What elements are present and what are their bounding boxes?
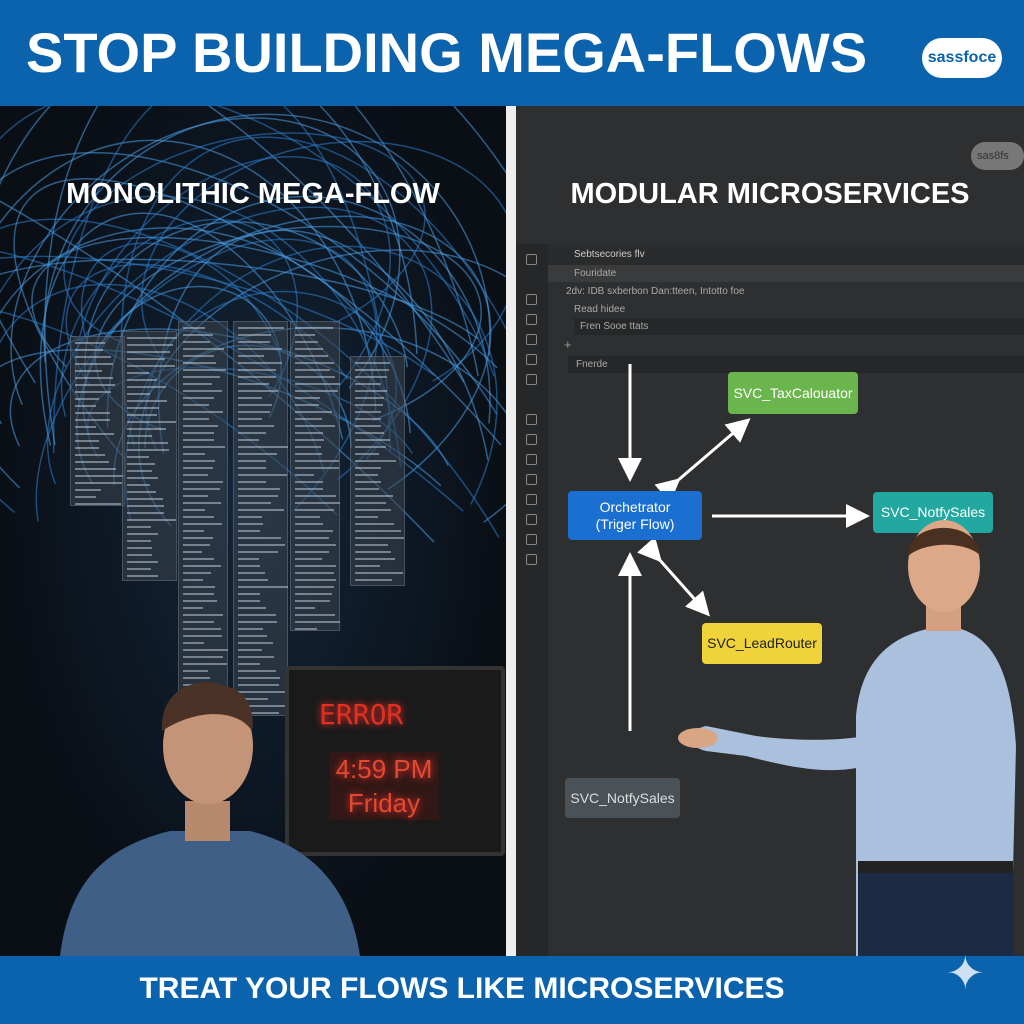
tangle-line xyxy=(74,156,391,406)
tangled-flow-lines xyxy=(0,106,506,543)
tax-label: SVC_TaxCalouator xyxy=(733,384,853,401)
tangle-line xyxy=(0,152,498,425)
header-banner: STOP BUILDING MEGA-FLOWS sassfoce xyxy=(0,0,1024,106)
row-bg xyxy=(548,266,1024,282)
tangle-line xyxy=(43,113,491,363)
lead-label: SVC_LeadRouter xyxy=(707,635,817,651)
monolithic-title: MONOLITHIC MEGA-FLOW xyxy=(66,178,440,210)
tax-calculator-node[interactable]: SVC_TaxCalouator xyxy=(728,372,858,414)
sidebar-icon[interactable] xyxy=(526,254,537,265)
tangle-line xyxy=(0,195,402,467)
tangle-line xyxy=(52,106,391,454)
arrow-orchestrator-tax xyxy=(654,418,751,503)
editor-row[interactable]: 2dv: IDB sxberbon Dan:tteen, Intotto foe xyxy=(566,286,745,297)
sidebar-icon[interactable] xyxy=(526,534,537,545)
orchestrator-node[interactable]: Orchetrator (Triger Flow) xyxy=(568,491,702,540)
presenting-man-illustration xyxy=(678,520,1016,956)
modular-title: MODULAR MICROSERVICES xyxy=(570,178,970,210)
editor-row[interactable]: Read hidee xyxy=(574,304,626,315)
editor-sidebar xyxy=(516,244,548,956)
row-bg xyxy=(568,356,1024,373)
tangle-line xyxy=(80,242,281,357)
sidebar-icon[interactable] xyxy=(526,414,537,425)
notify-label: SVC_NotfySales xyxy=(880,504,986,520)
tangle-line xyxy=(13,178,502,460)
editor-row[interactable]: Fouridate xyxy=(574,268,617,279)
footer-tagline: TREAT YOUR FLOWS LIKE MICROSERVICES xyxy=(139,972,785,1005)
tangle-line xyxy=(0,106,495,377)
tangle-line xyxy=(63,132,426,344)
code-column xyxy=(178,321,228,701)
flow-editor-topbar xyxy=(516,244,1024,266)
sidebar-icon[interactable] xyxy=(526,354,537,365)
day-text: Friday xyxy=(347,788,421,818)
sidebar-icon[interactable] xyxy=(526,294,537,305)
time-display: 4:59 PM Friday xyxy=(329,752,439,820)
tangle-line xyxy=(0,106,465,384)
arrow-orchestrator-lead xyxy=(637,536,710,617)
page-title: STOP BUILDING MEGA-FLOWS xyxy=(26,21,868,84)
flow-connectors xyxy=(618,364,870,731)
orchestrator-label: Orchetrator (Triger Flow) xyxy=(595,498,675,532)
code-column xyxy=(233,321,289,716)
sidebar-icon[interactable] xyxy=(526,474,537,485)
sidebar-icon[interactable] xyxy=(526,314,537,325)
sidebar-icon[interactable] xyxy=(526,434,537,445)
sparkle-icon: ✦ xyxy=(946,947,985,999)
code-column xyxy=(70,336,125,506)
code-column xyxy=(290,321,341,631)
sidebar-icon[interactable] xyxy=(526,514,537,525)
tangle-line xyxy=(120,136,506,448)
tangle-line xyxy=(0,106,418,354)
brand-logo: sassfoce xyxy=(922,38,1002,78)
code-column xyxy=(350,356,405,586)
time-text: 4:59 PM xyxy=(335,754,433,784)
watermark-logo: sas8fs xyxy=(971,142,1024,170)
footer-banner: TREAT YOUR FLOWS LIKE MICROSERVICES ✦ xyxy=(0,947,1024,1024)
tangle-line xyxy=(354,106,479,377)
sidebar-icon[interactable] xyxy=(526,494,537,505)
row-bg xyxy=(574,318,1024,335)
tangle-line xyxy=(106,195,491,428)
add-icon[interactable]: + xyxy=(564,337,572,352)
modular-panel: MODULAR MICROSERVICES sas8fs Sebtsecorie… xyxy=(516,106,1024,956)
tangle-line xyxy=(84,221,409,387)
tangle-line xyxy=(46,206,433,485)
sidebar-icon[interactable] xyxy=(526,374,537,385)
tangle-line xyxy=(44,106,506,446)
tangle-line xyxy=(0,139,377,412)
editor-tab[interactable]: Sebtsecories flv xyxy=(574,249,645,260)
panel-divider xyxy=(506,106,516,956)
error-text: ERROR xyxy=(319,698,404,731)
sidebar-icon[interactable] xyxy=(526,554,537,565)
frustrated-man-illustration xyxy=(60,682,360,956)
monolithic-panel: MONOLITHIC MEGA-FLOW ERROR 4:59 PM Frida… xyxy=(0,106,506,956)
notify-sales-node-secondary[interactable]: SVC_NotfySales xyxy=(565,778,680,818)
error-monitor: ERROR 4:59 PM Friday xyxy=(285,666,505,856)
notify-secondary-label: SVC_NotfySales xyxy=(570,789,675,806)
editor-row[interactable]: Fnerde xyxy=(576,359,608,370)
editor-row[interactable]: Fren Sooe ttats xyxy=(580,321,649,332)
sidebar-icon[interactable] xyxy=(526,454,537,465)
code-column xyxy=(122,331,178,581)
lead-router-node[interactable]: SVC_LeadRouter xyxy=(702,623,822,664)
sidebar-icon[interactable] xyxy=(526,334,537,345)
